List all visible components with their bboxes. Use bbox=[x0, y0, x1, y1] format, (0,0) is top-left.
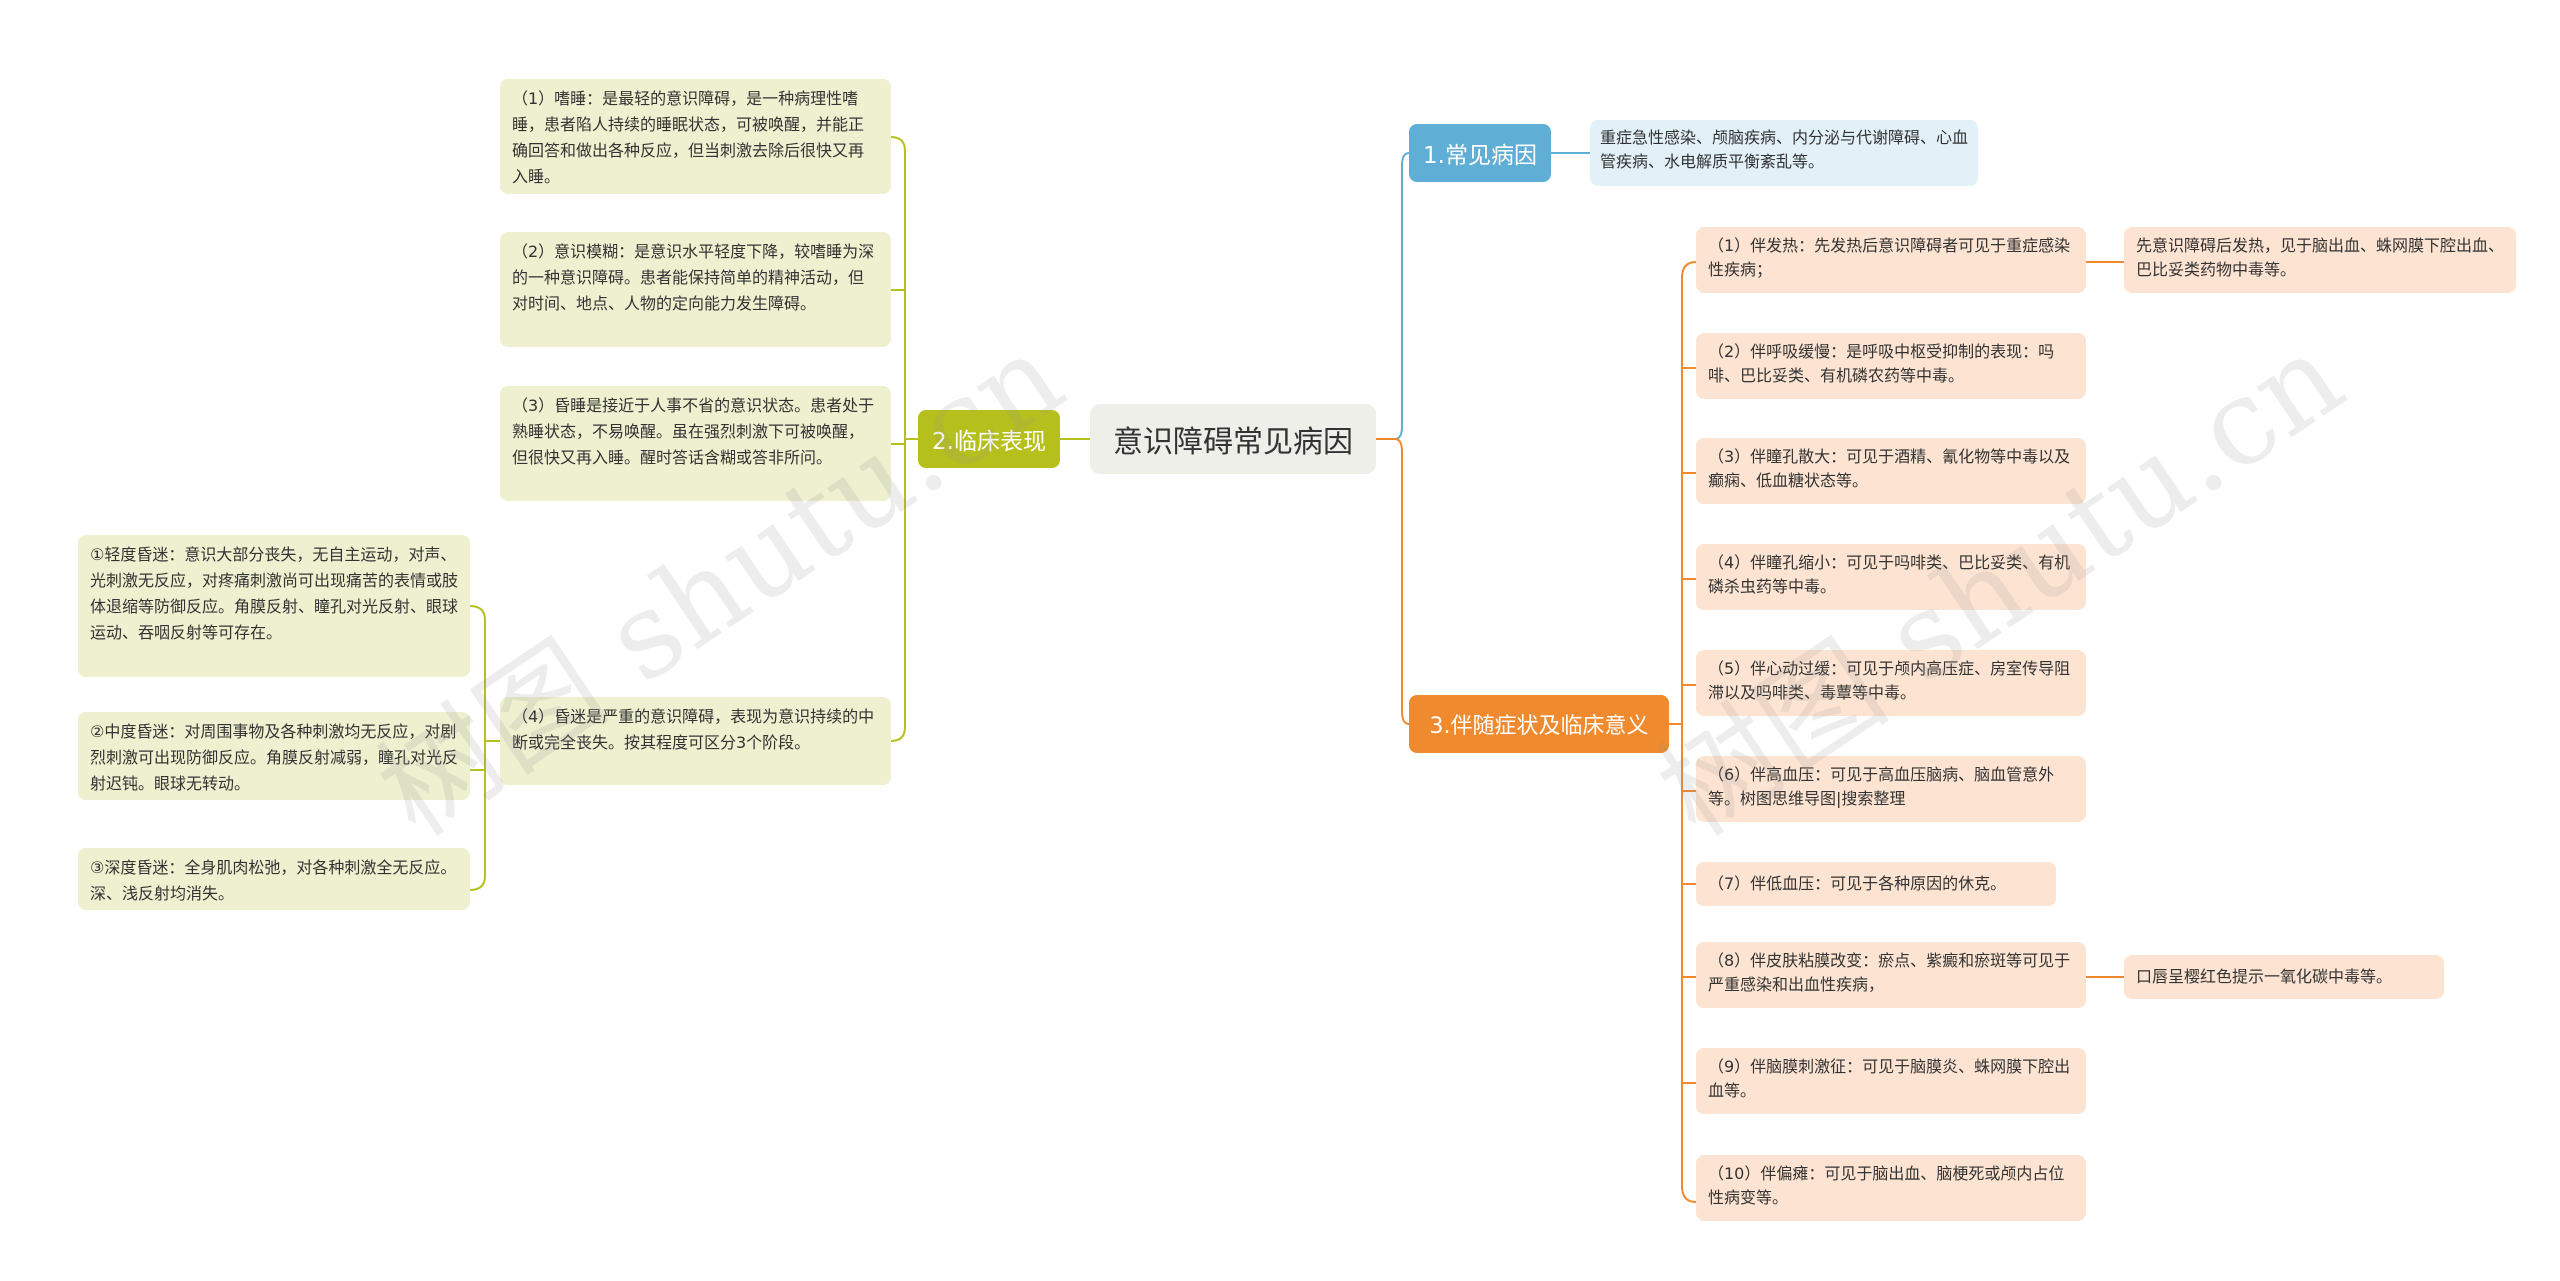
fever-detail[interactable]: 先意识障碍后发热，见于脑出血、蛛网膜下腔出血、巴比妥类药物中毒等。 bbox=[2124, 227, 2516, 293]
skin-detail[interactable]: 口唇呈樱红色提示一氧化碳中毒等。 bbox=[2124, 955, 2444, 999]
symptom-hypotension[interactable]: （7）伴低血压：可见于各种原因的休克。 bbox=[1696, 862, 2056, 906]
coma-mild[interactable]: ①轻度昏迷：意识大部分丧失，无自主运动，对声、光刺激无反应，对疼痛刺激尚可出现痛… bbox=[78, 535, 470, 677]
coma-deep[interactable]: ③深度昏迷：全身肌肉松弛，对各种刺激全无反应。深、浅反射均消失。 bbox=[78, 848, 470, 910]
symptom-slow-breathing[interactable]: （2）伴呼吸缓慢：是呼吸中枢受抑制的表现：吗啡、巴比妥类、有机磷农药等中毒。 bbox=[1696, 333, 2086, 399]
symptom-dilated-pupils[interactable]: （3）伴瞳孔散大：可见于酒精、氰化物等中毒以及癫痫、低血糖状态等。 bbox=[1696, 438, 2086, 504]
manifestation-drowsiness[interactable]: （1）嗜睡：是最轻的意识障碍，是一种病理性嗜睡，患者陷人持续的睡眠状态，可被唤醒… bbox=[500, 79, 891, 194]
coma-moderate[interactable]: ②中度昏迷：对周围事物及各种刺激均无反应，对剧烈刺激可出现防御反应。角膜反射减弱… bbox=[78, 712, 470, 800]
symptom-hemiplegia[interactable]: （10）伴偏瘫：可见于脑出血、脑梗死或颅内占位性病变等。 bbox=[1696, 1155, 2086, 1221]
manifestation-stupor[interactable]: （3）昏睡是接近于人事不省的意识状态。患者处于熟睡状态，不易唤醒。虽在强烈刺激下… bbox=[500, 386, 891, 501]
symptom-fever[interactable]: （1）伴发热：先发热后意识障碍者可见于重症感染性疾病； bbox=[1696, 227, 2086, 293]
symptom-bradycardia[interactable]: （5）伴心动过缓：可见于颅内高压症、房室传导阻滞以及吗啡类、毒蕈等中毒。 bbox=[1696, 650, 2086, 716]
symptom-meningeal-irritation[interactable]: （9）伴脑膜刺激征：可见于脑膜炎、蛛网膜下腔出血等。 bbox=[1696, 1048, 2086, 1114]
manifestation-confusion[interactable]: （2）意识模糊：是意识水平轻度下降，较嗜睡为深的一种意识障碍。患者能保持简单的精… bbox=[500, 232, 891, 347]
symptom-constricted-pupils[interactable]: （4）伴瞳孔缩小：可见于吗啡类、巴比妥类、有机磷杀虫药等中毒。 bbox=[1696, 544, 2086, 610]
manifestation-coma[interactable]: （4）昏迷是严重的意识障碍，表现为意识持续的中断或完全丧失。按其程度可区分3个阶… bbox=[500, 697, 891, 785]
symptom-hypertension[interactable]: （6）伴高血压：可见于高血压脑病、脑血管意外等。树图思维导图|搜索整理 bbox=[1696, 756, 2086, 822]
symptom-skin-changes[interactable]: （8）伴皮肤粘膜改变：瘀点、紫癜和瘀斑等可见于严重感染和出血性疾病， bbox=[1696, 942, 2086, 1008]
branch-accompanying-symptoms[interactable]: 3.伴随症状及临床意义 bbox=[1409, 695, 1669, 753]
branch-common-causes[interactable]: 1.常见病因 bbox=[1409, 124, 1551, 182]
root-topic[interactable]: 意识障碍常见病因 bbox=[1090, 404, 1376, 474]
causes-text[interactable]: 重症急性感染、颅脑疾病、内分泌与代谢障碍、心血管疾病、水电解质平衡紊乱等。 bbox=[1590, 120, 1978, 186]
branch-clinical-manifestations[interactable]: 2.临床表现 bbox=[918, 410, 1060, 468]
